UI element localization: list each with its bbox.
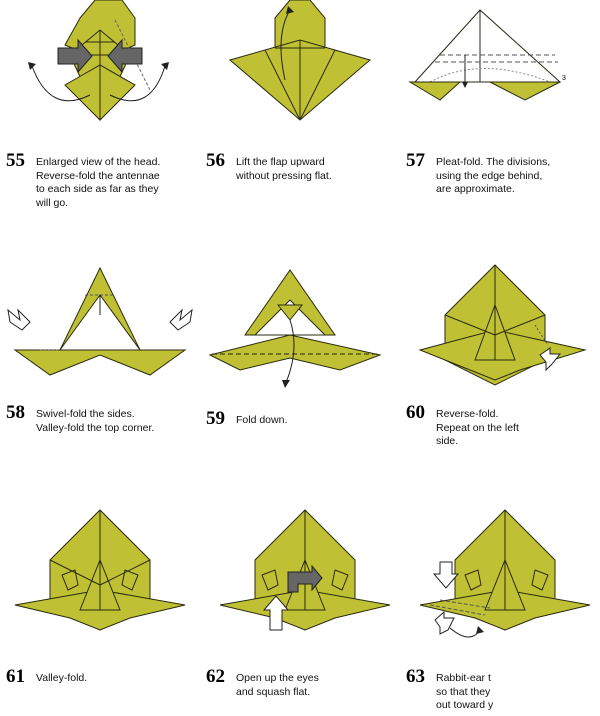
- step-number: 56: [206, 150, 225, 171]
- step-55-diagram: [0, 0, 200, 140]
- step-instruction: Lift the flap upward without pressing fl…: [236, 156, 332, 182]
- step-instruction: Valley-fold.: [36, 672, 88, 684]
- step-60-diagram: [400, 250, 600, 390]
- step-instruction: Rabbit-ear t so that they out toward y: [436, 672, 494, 711]
- step-number: 63: [406, 666, 425, 687]
- step-instruction: Swivel-fold the sides. Valley-fold the t…: [36, 408, 155, 434]
- step-number: 57: [406, 150, 425, 171]
- step-57-diagram: 3: [400, 0, 600, 140]
- step-instruction: Enlarged view of the head. Reverse-fold …: [36, 156, 161, 209]
- step-59-diagram: [200, 250, 400, 390]
- step-instruction: Open up the eyes and squash flat.: [236, 672, 319, 698]
- step-58-diagram: [0, 250, 200, 390]
- step-number: 59: [206, 408, 225, 429]
- step-61-diagram: [0, 500, 200, 640]
- step-number: 61: [6, 666, 25, 687]
- step-number: 55: [6, 150, 25, 171]
- cropped-edge-fade: [510, 666, 600, 716]
- step-63-diagram: [400, 500, 600, 640]
- step-62-diagram: [200, 500, 400, 640]
- step-number: 60: [406, 402, 425, 423]
- step-number: 62: [206, 666, 225, 687]
- step-instruction: Fold down.: [236, 414, 288, 426]
- step-instruction: Pleat-fold. The divisions, using the edg…: [436, 156, 551, 195]
- step-instruction: Reverse-fold. Repeat on the left side.: [436, 408, 519, 447]
- step-56-diagram: [200, 0, 400, 140]
- svg-text:3: 3: [562, 75, 566, 82]
- step-number: 58: [6, 402, 25, 423]
